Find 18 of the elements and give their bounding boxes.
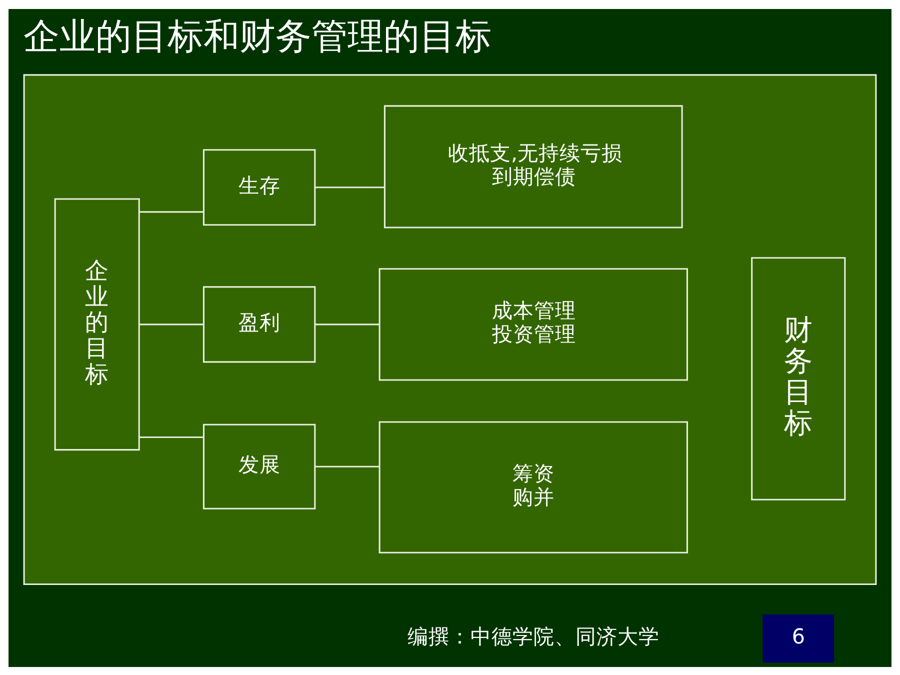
label: 编撰：中德学院、同济大学 [407, 624, 660, 648]
connector [315, 465, 380, 467]
node-box: 收抵支,无持续亏损 到期偿债 [384, 104, 683, 228]
node-box: 企业的目标 [54, 198, 140, 450]
node-box: 财务目标 [751, 256, 846, 500]
diagram-title: 企业的目标和财务管理的目标 [23, 14, 492, 57]
cluster [23, 74, 877, 585]
label: 6 [792, 624, 805, 648]
connector [139, 323, 204, 325]
node-box: 生存 [202, 148, 316, 226]
node-box: 筹资 购并 [378, 420, 688, 553]
connector [315, 186, 384, 188]
connector [139, 436, 204, 438]
node-box: 盈利 [202, 286, 316, 362]
node-box: 发展 [202, 423, 316, 509]
node-box: 成本管理 投资管理 [378, 268, 688, 380]
connector [315, 323, 380, 325]
connector [139, 210, 204, 212]
